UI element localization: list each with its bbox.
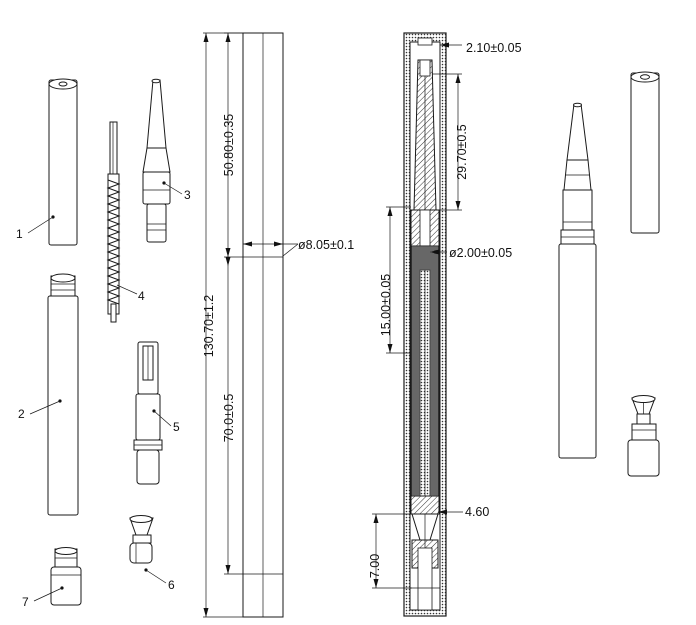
dim-upper-length: 50.80±0.35 <box>222 114 236 177</box>
dim-lead-diameter: ø2.00±0.05 <box>449 246 512 260</box>
part-label-6: 6 <box>168 578 175 592</box>
dim-bottom-width: 4.60 <box>465 505 489 519</box>
assembled-pen <box>558 102 597 459</box>
assembled-view <box>558 71 660 477</box>
assembled-cap <box>630 71 660 234</box>
exploded-parts: 1 2 3 4 5 6 7 <box>16 78 191 609</box>
part-label-4: 4 <box>138 289 145 303</box>
part-1-cap <box>27 78 78 246</box>
dim-outer-diameter: ø8.05±0.1 <box>298 238 354 252</box>
part-7-plug <box>33 547 82 606</box>
dim-overall-length: 130.70±1.2 <box>202 295 216 358</box>
part-label-7: 7 <box>22 595 29 609</box>
part-4-spring <box>106 121 138 323</box>
part-6-clutch <box>129 515 167 584</box>
part-2-barrel <box>29 273 79 516</box>
dimension-outline-view: 130.70±1.2 50.80±0.35 70.0±0.5 ø8.05±0.1 <box>202 32 354 618</box>
part-label-3: 3 <box>184 188 191 202</box>
part-label-1: 1 <box>16 227 23 241</box>
dim-lower-length: 70.0±0.5 <box>222 394 236 443</box>
dim-tip-length: 29.70±0.5 <box>455 124 469 180</box>
assembled-clutch-plug <box>627 395 660 477</box>
part-label-5: 5 <box>173 420 180 434</box>
dim-top-gap: 2.10±0.05 <box>466 41 522 55</box>
section-view: 2.10±0.05 29.70±0.5 ø2.00±0.05 15.00±0.0… <box>368 32 522 617</box>
dim-bottom-height: 7.00 <box>368 554 382 578</box>
part-3-tip <box>142 78 183 243</box>
part-label-2: 2 <box>18 407 25 421</box>
part-5-mechanism <box>133 341 172 485</box>
dim-spring-length: 15.00±0.05 <box>379 274 393 337</box>
